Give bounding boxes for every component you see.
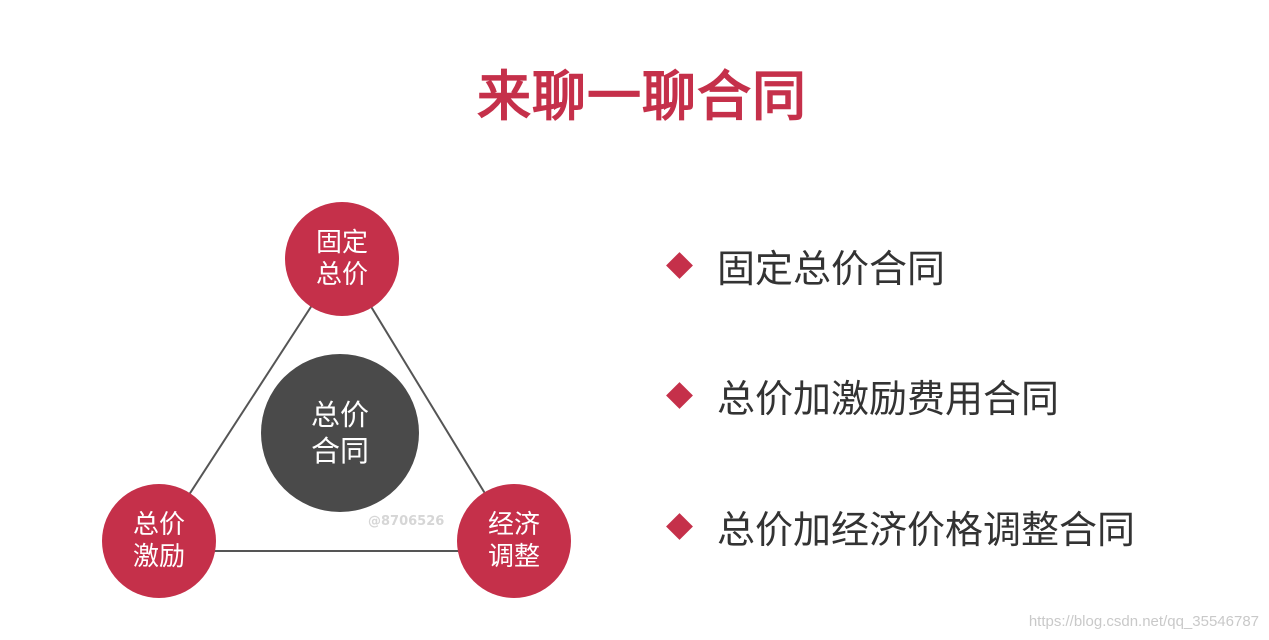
diamond-bullet-icon [666, 513, 693, 540]
node-total-price-contract: 总价 合同 [261, 354, 419, 512]
node-fixed-price-line2: 总价 [315, 260, 368, 290]
source-watermark: https://blog.csdn.net/qq_35546787 [1028, 613, 1259, 630]
node-incentive: 总价 激励 [102, 484, 216, 598]
list-item: 总价加激励费用合同 [666, 368, 1059, 423]
node-center-line1: 总价 [310, 397, 369, 432]
list-item: 总价加经济价格调整合同 [666, 499, 1135, 554]
node-adjustment-line2: 调整 [487, 542, 540, 572]
list-item: 固定总价合同 [666, 238, 945, 293]
diamond-bullet-icon [666, 382, 693, 409]
node-incentive-line2: 激励 [132, 542, 185, 572]
node-center-line2: 合同 [310, 434, 369, 468]
page-title: 来聊一聊合同 [477, 65, 807, 128]
node-incentive-line1: 总价 [132, 509, 185, 540]
node-fixed-price: 固定 总价 [285, 202, 399, 316]
list-item-label: 总价加经济价格调整合同 [717, 508, 1136, 552]
diagram-watermark: @8706526 [368, 514, 445, 529]
node-adjustment-line1: 经济 [487, 509, 540, 540]
node-fixed-price-line1: 固定 [315, 227, 368, 258]
node-economic-adjustment: 经济 调整 [457, 484, 571, 598]
diamond-bullet-icon [666, 252, 693, 279]
list-item-label: 总价加激励费用合同 [717, 377, 1060, 421]
list-item-label: 固定总价合同 [717, 247, 946, 291]
